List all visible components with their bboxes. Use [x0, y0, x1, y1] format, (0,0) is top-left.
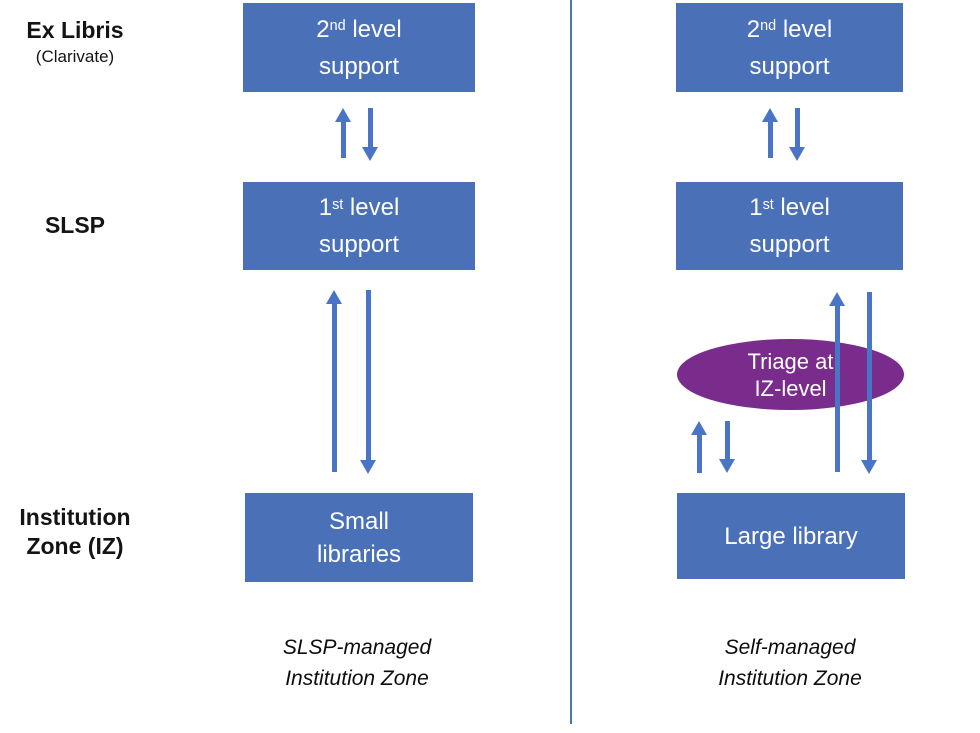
left-second-level-support-box: 2nd level support	[243, 3, 475, 92]
right-second-level-line1: 2nd level	[746, 15, 833, 43]
left-second-level-line1: 2nd level	[316, 15, 402, 43]
ex-libris-title: Ex Libris	[26, 17, 124, 43]
down-arrow-icon	[861, 292, 877, 474]
small-libraries-line2: libraries	[316, 540, 402, 568]
left-first-level-support-box: 1st level support	[243, 182, 475, 270]
left-first-level-line2: support	[318, 231, 400, 258]
down-arrow-icon	[719, 421, 735, 473]
left-column-caption: SLSP-managed Institution Zone	[227, 632, 487, 694]
right-second-level-support-box: 2nd level support	[676, 3, 903, 92]
left-caption-line2: Institution Zone	[285, 667, 429, 690]
left-caption-line1: SLSP-managed	[282, 636, 432, 659]
up-arrow-icon	[691, 421, 707, 473]
ex-libris-subtitle: (Clarivate)	[35, 47, 115, 66]
left-first-level-line1: 1st level	[318, 194, 400, 221]
row-label-institution-zone: Institution Zone (IZ)	[0, 503, 150, 561]
large-library-label: Large library	[724, 522, 858, 550]
down-arrow-icon	[362, 108, 378, 161]
down-arrow-icon	[789, 108, 805, 161]
row-label-slsp: SLSP	[0, 211, 150, 240]
iz-title-line2: Zone (IZ)	[26, 533, 124, 559]
small-libraries-line1: Small	[328, 507, 389, 535]
triage-ellipse: Triage at IZ-level	[677, 339, 904, 410]
right-column-caption: Self-managed Institution Zone	[660, 632, 920, 694]
left-second-level-line2: support	[318, 52, 400, 80]
right-first-level-line2: support	[749, 231, 830, 258]
up-arrow-icon	[829, 292, 845, 472]
right-caption-line2: Institution Zone	[718, 667, 862, 690]
right-caption-line1: Self-managed	[724, 636, 856, 659]
down-arrow-icon	[360, 290, 376, 474]
right-first-level-support-box: 1st level support	[676, 182, 903, 270]
large-library-box: Large library	[677, 493, 905, 579]
up-arrow-icon	[335, 108, 351, 158]
slsp-title: SLSP	[44, 212, 106, 238]
small-libraries-box: Small libraries	[245, 493, 473, 582]
up-arrow-icon	[326, 290, 342, 472]
column-divider-line	[570, 0, 572, 724]
triage-line2: IZ-level	[754, 375, 827, 401]
row-label-ex-libris: Ex Libris (Clarivate)	[0, 16, 150, 69]
right-second-level-line2: support	[749, 52, 830, 80]
right-first-level-line1: 1st level	[749, 194, 830, 221]
iz-title-line1: Institution	[19, 504, 131, 530]
up-arrow-icon	[762, 108, 778, 158]
triage-line1: Triage at	[747, 348, 834, 374]
